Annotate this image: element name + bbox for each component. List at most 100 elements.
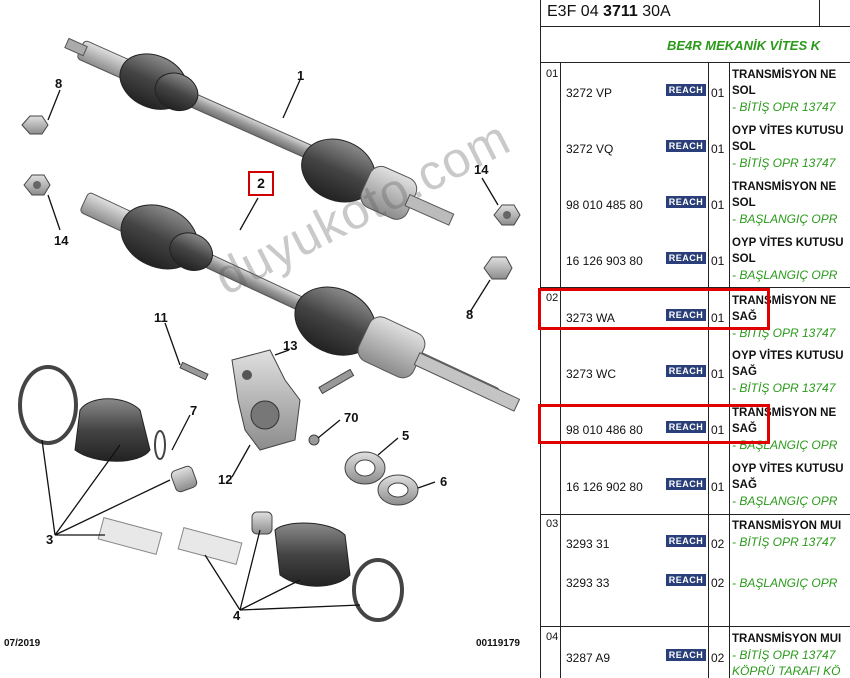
callout-4: 4 xyxy=(233,608,241,623)
quantity: 01 xyxy=(711,367,725,381)
description-note: - BAŞLANGIÇ OPR xyxy=(732,212,838,226)
callout-14-left: 14 xyxy=(54,233,69,248)
reach-badge: REACH xyxy=(666,84,706,96)
quantity: 01 xyxy=(711,198,725,212)
group-number: 01 xyxy=(546,68,559,80)
quantity: 02 xyxy=(711,651,725,665)
quantity: 01 xyxy=(711,311,725,325)
quantity: 02 xyxy=(711,576,725,590)
quantity: 01 xyxy=(711,254,725,268)
parts-table: E3F 04 3711 30A BE4R MEKANİK VİTES K 01 … xyxy=(540,0,850,678)
part-number[interactable]: 3273 WA xyxy=(566,311,615,325)
divider xyxy=(819,0,820,27)
part-number[interactable]: 3293 33 xyxy=(566,576,610,590)
exploded-parts-diagram: 1 2 3 4 5 6 7 8 8 11 12 13 14 14 70 07/2… xyxy=(4,37,521,649)
reach-badge: REACH xyxy=(666,421,706,433)
description-note: - BİTİŞ OPR 13747 xyxy=(732,381,836,395)
part-number[interactable]: 16 126 902 80 xyxy=(566,480,643,494)
part-number[interactable]: 3293 31 xyxy=(566,537,610,551)
description-note: - BAŞLANGIÇ OPR xyxy=(732,494,838,508)
bolt-13 xyxy=(318,368,355,395)
description-side: SAĞ xyxy=(732,479,757,491)
nut-8-left xyxy=(21,115,49,135)
part-number[interactable]: 3287 A9 xyxy=(566,651,611,665)
part-number[interactable]: 98 010 486 80 xyxy=(566,423,643,437)
quantity: 01 xyxy=(711,480,725,494)
quantity: 01 xyxy=(711,86,725,100)
bolt-11 xyxy=(179,361,209,381)
callout-14-right: 14 xyxy=(474,162,489,177)
description-line: TRANSMİSYON NE xyxy=(732,407,837,419)
description-note: - BİTİŞ OPR 13747 xyxy=(732,100,836,114)
description: TRANSMİSYON MUI - BİTİŞ OPR 13747 KÖPRÜ … xyxy=(732,631,850,678)
col-divider xyxy=(729,63,730,678)
washer-70 xyxy=(308,434,320,446)
group-number: 04 xyxy=(546,631,559,643)
description-side: SOL xyxy=(732,197,756,209)
description-note: - BAŞLANGIÇ OPR xyxy=(732,576,838,590)
reach-badge: REACH xyxy=(666,574,706,586)
description: - BAŞLANGIÇ OPR xyxy=(732,575,850,591)
group-number: 02 xyxy=(546,292,559,304)
ref-code-main: 3711 xyxy=(603,3,638,20)
diagram-id: 00119179 xyxy=(476,638,520,649)
callout-5: 5 xyxy=(402,428,410,443)
part-number[interactable]: 3272 VP xyxy=(566,86,613,100)
callout-12: 12 xyxy=(218,472,233,487)
quantity: 02 xyxy=(711,537,725,551)
callout-13: 13 xyxy=(283,338,298,353)
part-number[interactable]: 3273 WC xyxy=(566,367,617,381)
description-line: OYP VİTES KUTUSU xyxy=(732,463,844,475)
description-side: SOL xyxy=(732,85,756,97)
callout-3: 3 xyxy=(46,532,54,547)
description-line: OYP VİTES KUTUSU xyxy=(732,350,844,362)
group-divider xyxy=(541,626,850,627)
description-line: TRANSMİSYON NE xyxy=(732,295,837,307)
nut-14-right xyxy=(493,204,521,226)
description: TRANSMİSYON NE SOL - BİTİŞ OPR 13747 xyxy=(732,67,850,115)
callout-6: 6 xyxy=(440,474,448,489)
boot-kit-4 xyxy=(177,511,404,622)
description: OYP VİTES KUTUSU SOL - BİTİŞ OPR 13747 xyxy=(732,123,850,171)
part-number[interactable]: 16 126 903 80 xyxy=(566,254,643,268)
description-line: TRANSMİSYON NE xyxy=(732,181,837,193)
reach-badge: REACH xyxy=(666,309,706,321)
reference-code: E3F 04 3711 30A xyxy=(547,3,671,21)
description-line: TRANSMİSYON NE xyxy=(732,69,837,81)
part-number[interactable]: 98 010 485 80 xyxy=(566,198,643,212)
diagram-date: 07/2019 xyxy=(4,638,41,649)
callout-8-left: 8 xyxy=(55,76,63,91)
reach-badge: REACH xyxy=(666,252,706,264)
description-note: - BAŞLANGIÇ OPR xyxy=(732,268,838,282)
table-subtitle: BE4R MEKANİK VİTES K xyxy=(667,38,821,53)
reach-badge: REACH xyxy=(666,478,706,490)
callout-2-highlighted: 2 xyxy=(248,171,274,196)
description: OYP VİTES KUTUSU SOL - BAŞLANGIÇ OPR xyxy=(732,235,850,283)
part-number[interactable]: 3272 VQ xyxy=(566,142,614,156)
seal-5 xyxy=(344,451,386,485)
description-side: SAĞ xyxy=(732,311,757,323)
reference-bar: E3F 04 3711 30A xyxy=(541,0,850,27)
nut-8-right xyxy=(483,256,513,280)
reach-badge: REACH xyxy=(666,365,706,377)
driveshaft-left xyxy=(64,37,455,226)
callout-1: 1 xyxy=(297,68,305,83)
reach-badge: REACH xyxy=(666,140,706,152)
description: TRANSMİSYON MUI - BİTİŞ OPR 13747 xyxy=(732,518,850,550)
description-line: TRANSMİSYON MUI xyxy=(732,633,842,645)
description-side: SOL xyxy=(732,141,756,153)
seal-6 xyxy=(377,474,419,506)
reach-badge: REACH xyxy=(666,196,706,208)
description-note: - BİTİŞ OPR 13747 xyxy=(732,156,836,170)
reach-badge: REACH xyxy=(666,649,706,661)
driveshaft-right xyxy=(80,192,521,412)
col-divider xyxy=(708,63,709,678)
description-side: SOL xyxy=(732,253,756,265)
reach-badge: REACH xyxy=(666,535,706,547)
highlight-row-3273-wa xyxy=(538,288,770,330)
description: OYP VİTES KUTUSU SAĞ - BİTİŞ OPR 13747 xyxy=(732,348,850,396)
callout-8-right: 8 xyxy=(466,307,474,322)
boot-kit-3 xyxy=(18,365,198,556)
driveshaft-illustration xyxy=(18,37,521,622)
ref-code-prefix: E3F 04 xyxy=(547,3,599,20)
